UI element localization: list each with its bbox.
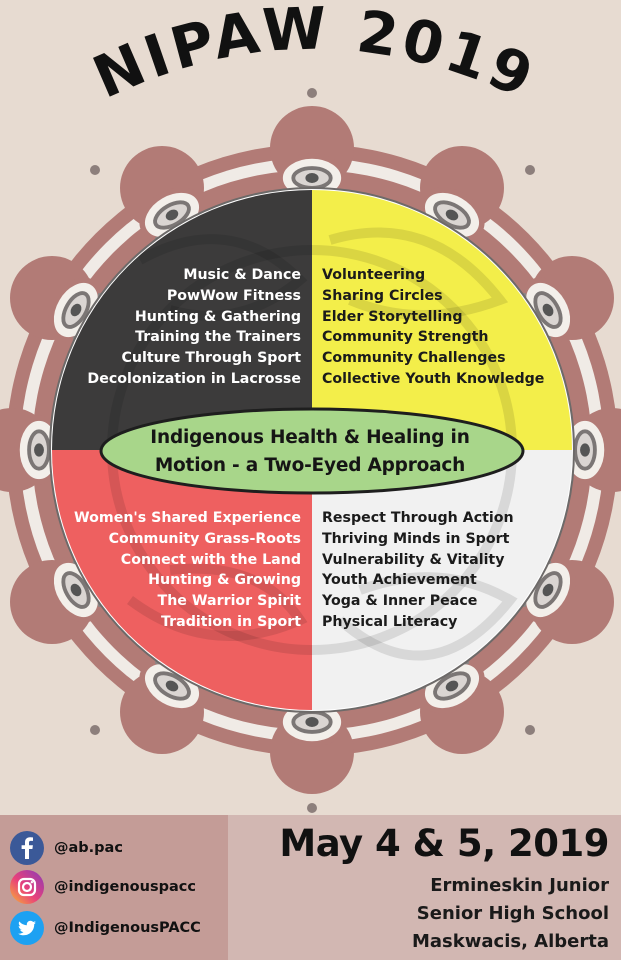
quadrant-item: Music & Dance	[183, 267, 301, 283]
quadrant-item: Community Strength	[322, 329, 489, 346]
quadrant-item: Respect Through Action	[322, 510, 514, 526]
medicine-wheel	[49, 187, 575, 713]
event-venue: Ermineskin Junior Senior High School Mas…	[412, 872, 609, 956]
center-banner-shape	[99, 407, 525, 495]
banner-line-2: Motion - a Two-Eyed Approach	[154, 455, 466, 476]
quadrant-item: Community Grass-Roots	[108, 530, 301, 547]
venue-line-2: Senior High School	[416, 903, 609, 924]
event-date: May 4 & 5, 2019	[279, 822, 609, 865]
quadrant-item: Yoga & Inner Peace	[322, 593, 478, 610]
quadrant-item: PowWow Fitness	[166, 287, 301, 304]
facebook-icon	[10, 831, 44, 865]
quadrant-item: Hunting & Gathering	[134, 308, 301, 325]
instagram-handle: @indigenouspacc	[54, 879, 196, 895]
twitter-handle: @IndigenousPACC	[54, 920, 201, 936]
quadrant-item: The Warrior Spirit	[157, 593, 301, 610]
quadrant-item: Collective Youth Knowledge	[322, 370, 545, 387]
social-facebook[interactable]: @ab.pac	[10, 831, 123, 865]
quadrant-item: Youth Achievement	[322, 572, 477, 589]
quadrant-item: Connect with the Land	[120, 551, 301, 568]
twitter-icon	[10, 911, 44, 945]
quadrant-item: Culture Through Sport	[121, 350, 301, 367]
venue-line-1: Ermineskin Junior	[430, 875, 609, 896]
footer-event-panel	[228, 815, 621, 960]
center-banner: Indigenous Health & Healing in Motion - …	[98, 411, 522, 493]
quadrant-item: Physical Literacy	[322, 613, 458, 630]
venue-line-3: Maskwacis, Alberta	[412, 931, 609, 952]
quadrant-item: Training the Trainers	[135, 329, 301, 346]
quadrant-item: Elder Storytelling	[322, 308, 463, 325]
quadrant-item: Thriving Minds in Sport	[322, 530, 510, 547]
quadrant-item: Hunting & Growing	[148, 572, 301, 589]
quadrant-item: Decolonization in Lacrosse	[87, 370, 301, 387]
banner-line-1: Indigenous Health & Healing in	[150, 427, 470, 448]
quadrant-item: Sharing Circles	[322, 287, 443, 304]
social-twitter[interactable]: @IndigenousPACC	[10, 911, 201, 945]
quadrant-item: Vulnerability & Vitality	[322, 551, 505, 568]
social-instagram[interactable]: @indigenouspacc	[10, 870, 196, 904]
quadrant-item: Tradition in Sport	[161, 613, 301, 630]
poster-artwork: NIPAW 2019	[0, 0, 621, 813]
quadrant-item: Women's Shared Experience	[74, 510, 301, 526]
quadrant-item: Community Challenges	[322, 350, 506, 367]
quadrant-item: Volunteering	[322, 267, 426, 283]
facebook-handle: @ab.pac	[54, 840, 123, 856]
instagram-icon	[10, 870, 44, 904]
